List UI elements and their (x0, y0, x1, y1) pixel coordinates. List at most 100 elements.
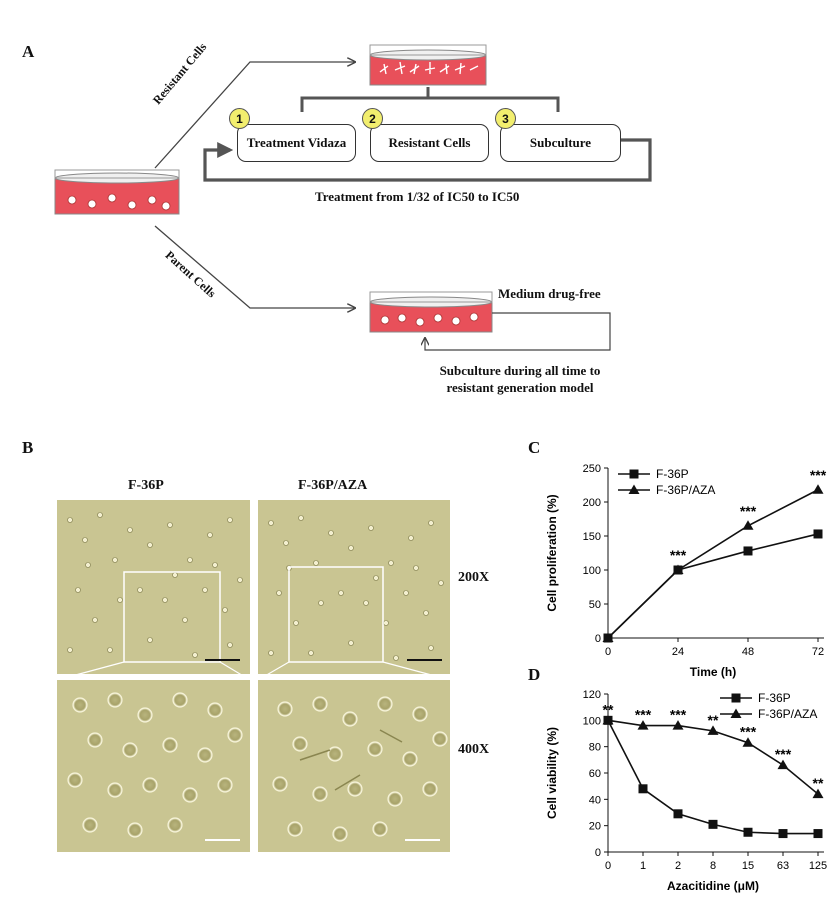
legend-label-0: F-36P (656, 467, 689, 481)
row-label-bottom: 400X (458, 742, 490, 757)
medium-note: Medium drug-free (498, 286, 601, 301)
step-label: Treatment Vidaza (246, 135, 347, 150)
x-axis-label: Azacitidine (μM) (667, 879, 759, 893)
step-box-subculture: Subculture (500, 124, 621, 162)
series-1-point (777, 759, 789, 770)
series-1-point (602, 632, 614, 642)
x-tick-label: 8 (710, 860, 716, 872)
step-badge-2: 2 (362, 108, 383, 129)
significance-label: *** (740, 724, 757, 740)
parent-branch-arrow (154, 225, 355, 308)
subculture-note-line1: Subculture during all time to (439, 363, 601, 378)
y-tick-label: 80 (589, 742, 601, 754)
legend-marker-0 (731, 693, 741, 703)
panel-c-label: C (528, 438, 541, 457)
x-axis-label: Time (h) (690, 665, 736, 679)
x-tick-label: 63 (777, 860, 789, 872)
panel-d-label: D (528, 665, 541, 684)
significance-label: *** (810, 467, 827, 483)
significance-label: *** (635, 707, 652, 723)
step-label: Subculture (529, 135, 592, 150)
series-1-point (637, 720, 649, 730)
legend-marker-1 (730, 708, 742, 718)
y-tick-label: 120 (583, 689, 601, 701)
series-line-0 (607, 719, 818, 835)
legend-label-1: F-36P/AZA (758, 707, 817, 721)
legend-label-1: F-36P/AZA (656, 483, 715, 497)
micrograph-200x-parent (57, 500, 250, 674)
y-tick-label: 100 (583, 565, 601, 577)
x-tick-label: 0 (605, 646, 611, 658)
resistant-branch-arrow (154, 62, 355, 169)
x-tick-label: 24 (672, 646, 684, 658)
panel-b-label: B (22, 438, 34, 457)
x-tick-label: 1 (640, 860, 646, 872)
treatment-loop-arrow (203, 138, 652, 182)
medium-loop-arrow (425, 312, 611, 351)
panel-a-label: A (22, 42, 35, 61)
micrograph-200x-resistant (258, 500, 450, 674)
significance-label: ** (708, 712, 719, 728)
legend-label-0: F-36P (758, 691, 791, 705)
y-tick-label: 100 (583, 715, 601, 727)
series-line-1 (607, 489, 819, 639)
series-0-point (743, 546, 753, 556)
col-label-left: F-36P (128, 478, 164, 493)
series-line-0 (607, 533, 819, 639)
series-1-point (742, 737, 754, 747)
x-tick-label: 48 (742, 646, 754, 658)
row-label-top: 200X (458, 570, 490, 585)
panel-a-diagram (54, 44, 652, 351)
series-0-point (673, 809, 683, 819)
y-tick-label: 50 (589, 599, 601, 611)
legend-marker-0 (629, 469, 639, 479)
step-label: Resistant Cells (388, 135, 471, 150)
y-tick-label: 0 (595, 633, 601, 645)
y-tick-label: 200 (583, 497, 601, 509)
subculture-note: Subculture during all time to resistant … (420, 362, 620, 396)
step-badge-3: 3 (495, 108, 516, 129)
x-tick-label: 0 (605, 860, 611, 872)
significance-label: *** (670, 707, 687, 723)
y-axis-label: Cell proliferation (%) (545, 494, 559, 611)
significance-label: ** (813, 775, 824, 791)
series-1-point (742, 520, 754, 530)
treatment-note: Treatment from 1/32 of IC50 to IC50 (315, 189, 520, 204)
series-1-point (672, 564, 684, 574)
col-label-right: F-36P/AZA (298, 478, 368, 493)
y-tick-label: 0 (595, 847, 601, 859)
micrograph-400x-resistant (258, 680, 450, 852)
series-1-point (672, 720, 684, 730)
series-0-point (708, 819, 718, 829)
series-1-point (707, 725, 719, 735)
series-0-point (778, 829, 788, 839)
step-box-treatment: Treatment Vidaza (237, 124, 356, 162)
y-axis-label: Cell viability (%) (545, 727, 559, 819)
source-dish (54, 169, 180, 215)
series-0-point (813, 529, 823, 539)
significance-label: *** (670, 547, 687, 563)
x-tick-label: 72 (812, 646, 824, 658)
parent-dish (369, 291, 493, 333)
significance-label: *** (775, 746, 792, 762)
step-badge-1: 1 (229, 108, 250, 129)
step-box-resistant: Resistant Cells (370, 124, 489, 162)
x-tick-label: 15 (742, 860, 754, 872)
series-0-point (743, 827, 753, 837)
y-tick-label: 150 (583, 531, 601, 543)
series-0-point (813, 829, 823, 839)
series-1-point (812, 788, 824, 799)
significance-label: ** (603, 701, 614, 717)
subculture-note-line2: resistant generation model (446, 380, 594, 395)
x-tick-label: 125 (809, 860, 827, 872)
significance-label: *** (740, 503, 757, 519)
resistant-dish (369, 44, 487, 86)
series-1-point (602, 714, 614, 725)
y-tick-label: 20 (589, 821, 601, 833)
y-tick-label: 250 (583, 463, 601, 475)
x-tick-label: 2 (675, 860, 681, 872)
micrograph-400x-parent (57, 680, 250, 852)
